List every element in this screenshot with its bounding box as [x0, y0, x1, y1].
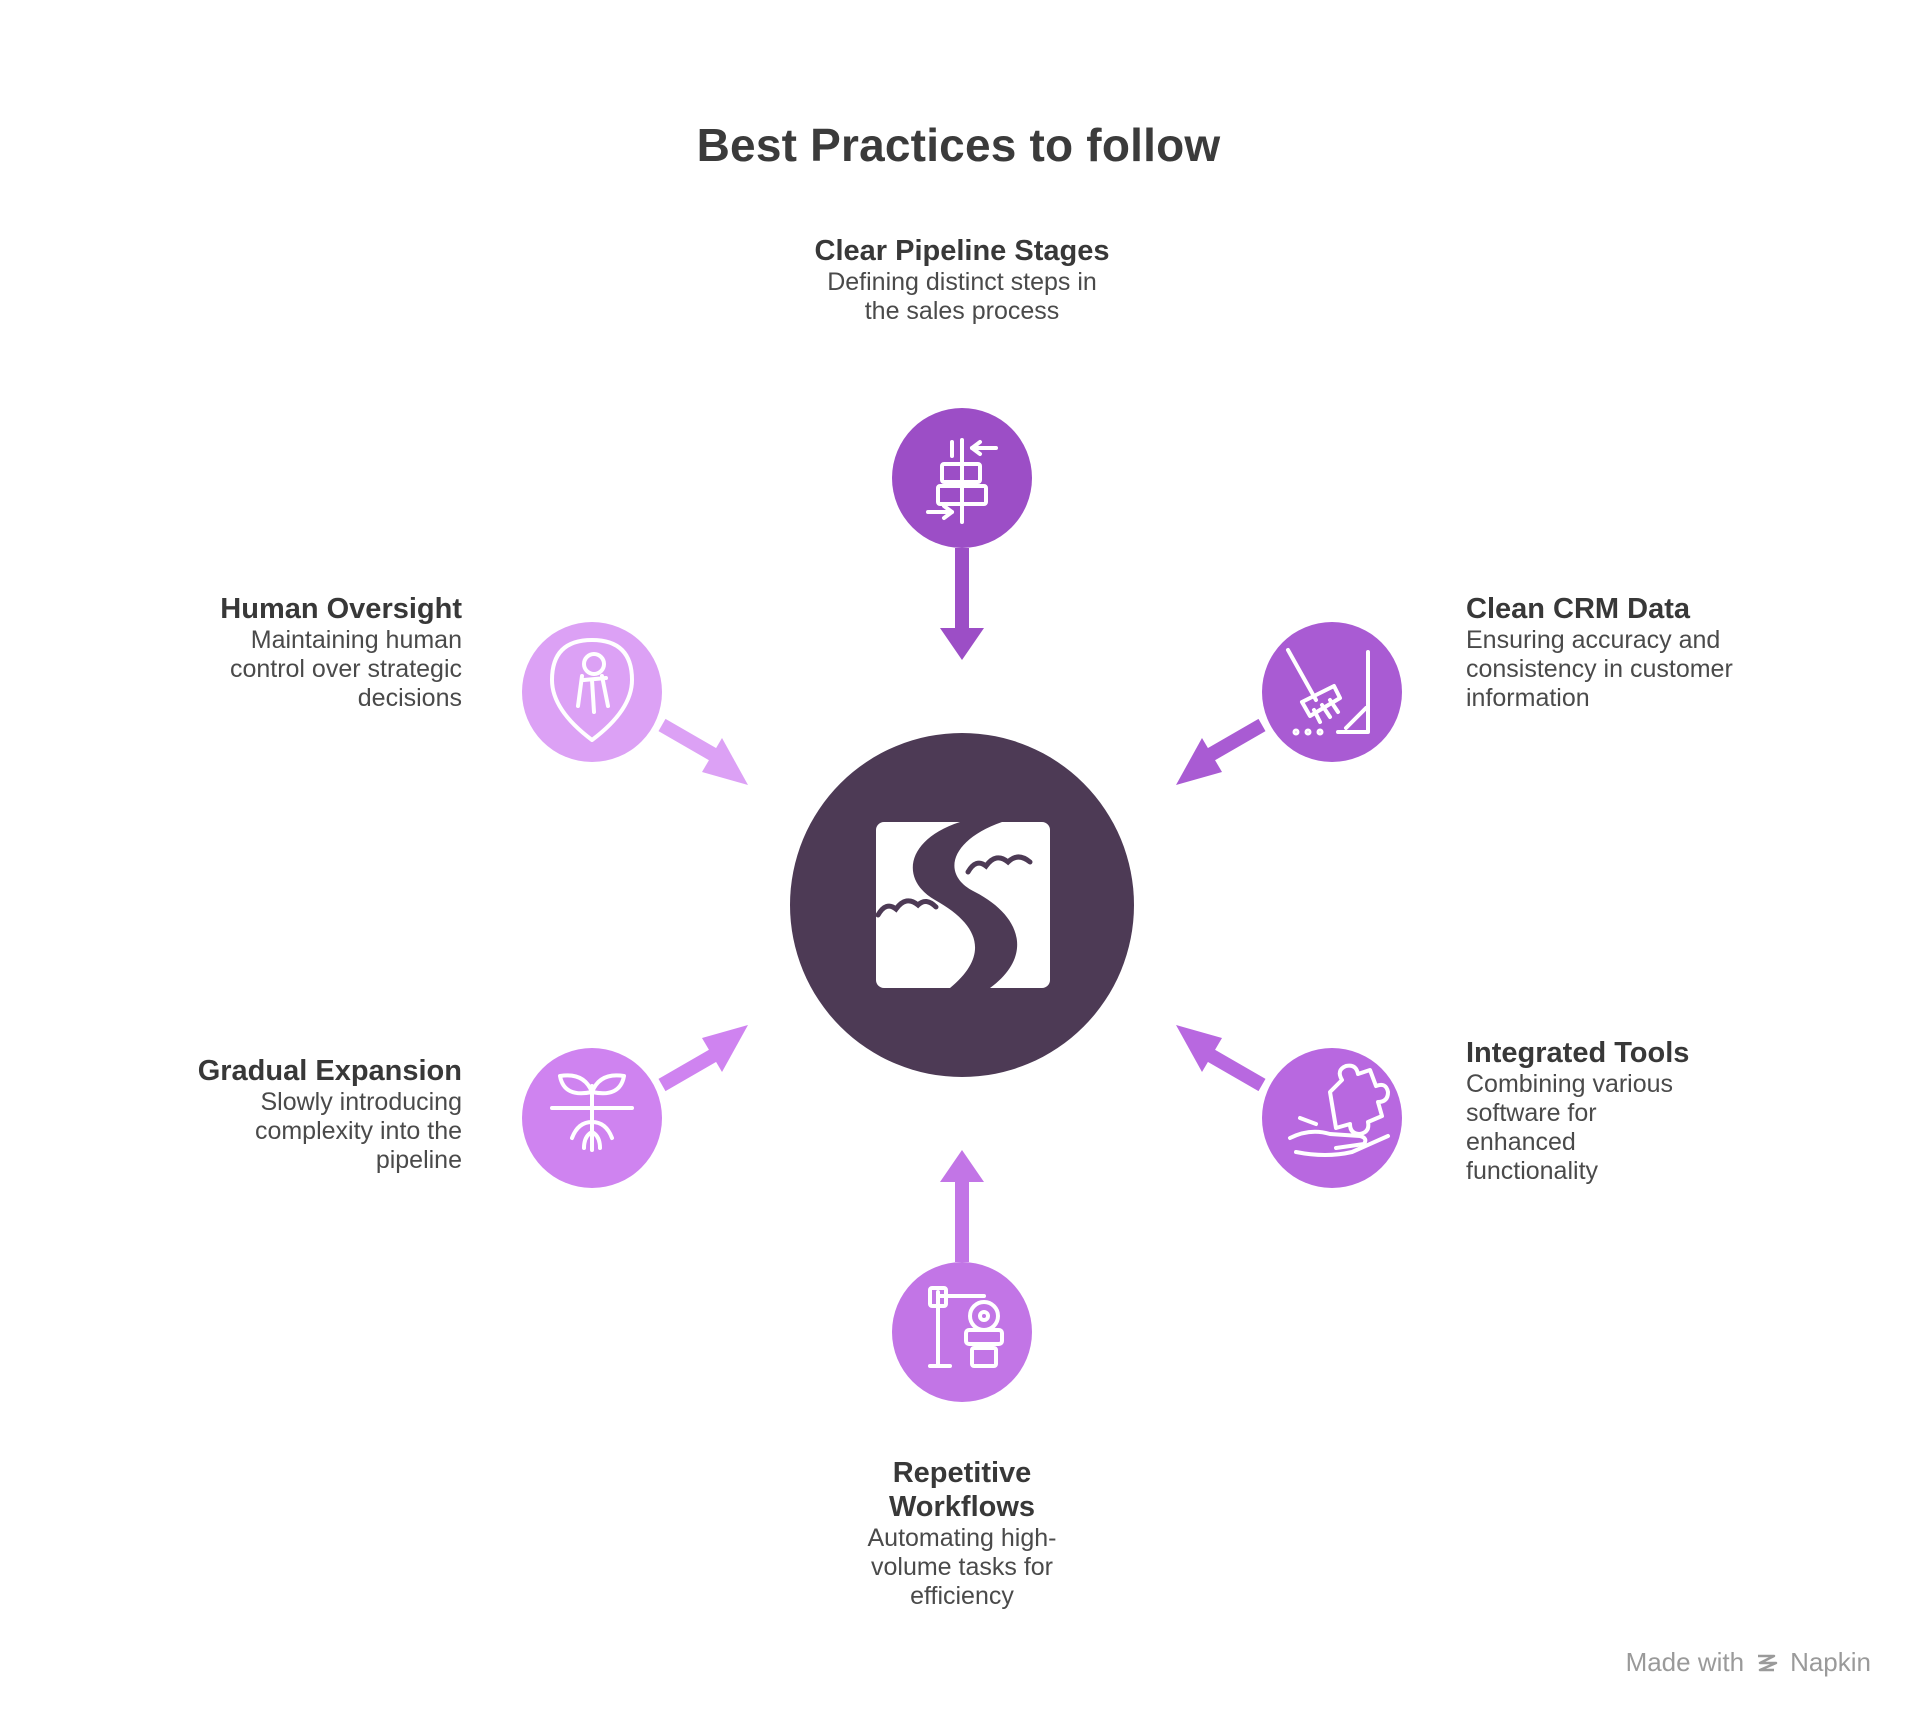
label-lower-left: Gradual Expansion Slowly introducing com… [186, 1054, 462, 1175]
arrow-lower-left [658, 1048, 718, 1092]
label-lower-right: Integrated Tools Combining various softw… [1466, 1036, 1696, 1186]
node-clear-pipeline-stages [892, 408, 1032, 548]
arrow-lower-left-head [702, 1025, 748, 1072]
footer-prefix: Made with [1625, 1647, 1745, 1677]
item-title: Repetitive Workflows [888, 1457, 1036, 1523]
item-title: Human Oversight [220, 593, 462, 625]
label-upper-right: Clean CRM Data Ensuring accuracy and con… [1466, 592, 1746, 713]
connector-arrows [658, 548, 1266, 1262]
node-integrated-tools [1262, 1048, 1402, 1188]
arrow-upper-right-head [1176, 738, 1222, 785]
arrow-bottom-head [940, 1150, 984, 1182]
arrow-lower-right [1206, 1048, 1266, 1092]
node-clean-crm-data [1262, 622, 1402, 762]
arrow-upper-right [1206, 718, 1266, 762]
footer-brand: Napkin [1790, 1647, 1871, 1677]
item-title: Clear Pipeline Stages [814, 235, 1110, 267]
diagram-title: Best Practices to follow [696, 119, 1221, 171]
arrow-top-head [940, 628, 984, 660]
puzzle-hand-icon [1288, 1063, 1390, 1157]
node-gradual-expansion [522, 1048, 662, 1188]
napkin-logo-icon [1758, 1654, 1778, 1671]
person-location-icon [550, 638, 634, 742]
sprout-roots-icon [550, 1073, 634, 1152]
item-description: Slowly introducing complexity into the p… [254, 1088, 462, 1174]
rake-sweep-icon [1286, 648, 1370, 736]
item-description: Defining distinct steps in the sales pro… [827, 268, 1097, 325]
item-description: Combining various software for enhanced … [1466, 1070, 1674, 1185]
node-repetitive-workflows [892, 1262, 1032, 1402]
item-description: Ensuring accuracy and consistency in cus… [1466, 626, 1733, 712]
node-human-oversight [522, 622, 662, 762]
arrow-lower-right-head [1176, 1025, 1222, 1072]
label-bottom: Repetitive Workflows Automating high-vol… [842, 1456, 1082, 1611]
robot-arm-icon [928, 1286, 1004, 1368]
item-title: Clean CRM Data [1466, 593, 1690, 625]
align-stages-icon [926, 438, 998, 524]
item-title: Gradual Expansion [197, 1055, 462, 1087]
winding-road-icon [875, 822, 1050, 988]
arrow-upper-left-head [702, 738, 748, 785]
made-with-napkin-badge: Made with Napkin [1626, 1647, 1871, 1678]
item-description: Maintaining human control over strategic… [229, 626, 462, 712]
arrow-upper-left [658, 718, 718, 762]
item-title: Integrated Tools [1466, 1037, 1690, 1069]
label-upper-left: Human Oversight Maintaining human contro… [186, 592, 462, 713]
label-top: Clear Pipeline Stages Defining distinct … [812, 234, 1112, 326]
item-description: Automating high-volume tasks for efficie… [867, 1524, 1057, 1610]
